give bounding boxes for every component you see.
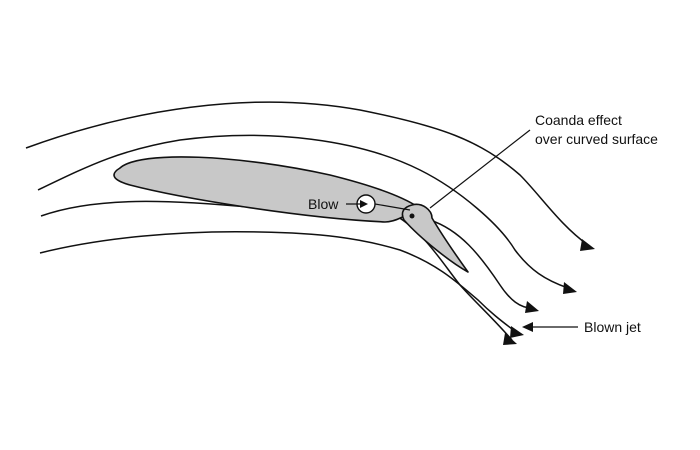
streamline-3 (40, 200, 533, 309)
arrowhead-5 (503, 333, 517, 345)
coanda-label-line2: over curved surface (535, 131, 658, 147)
streamline-2 (37, 134, 569, 289)
arrowhead-3 (525, 301, 539, 313)
blow-arrowhead (360, 200, 368, 208)
arrowhead-1 (580, 239, 595, 251)
main-airfoil (113, 156, 419, 223)
streamline-1 (25, 101, 589, 246)
arrowhead-4 (510, 326, 524, 338)
coanda-leader (429, 129, 531, 209)
blown-jet-arrowhead (522, 322, 533, 332)
flap (401, 203, 469, 273)
flap-hinge (409, 213, 415, 219)
blow-duct (374, 203, 411, 211)
streamline-4 (39, 230, 517, 333)
coanda-label-line1: Coanda effect (535, 112, 622, 128)
blown-jet-label: Blown jet (584, 319, 641, 335)
blow-label: Blow (308, 196, 339, 212)
arrowhead-2 (563, 282, 577, 294)
